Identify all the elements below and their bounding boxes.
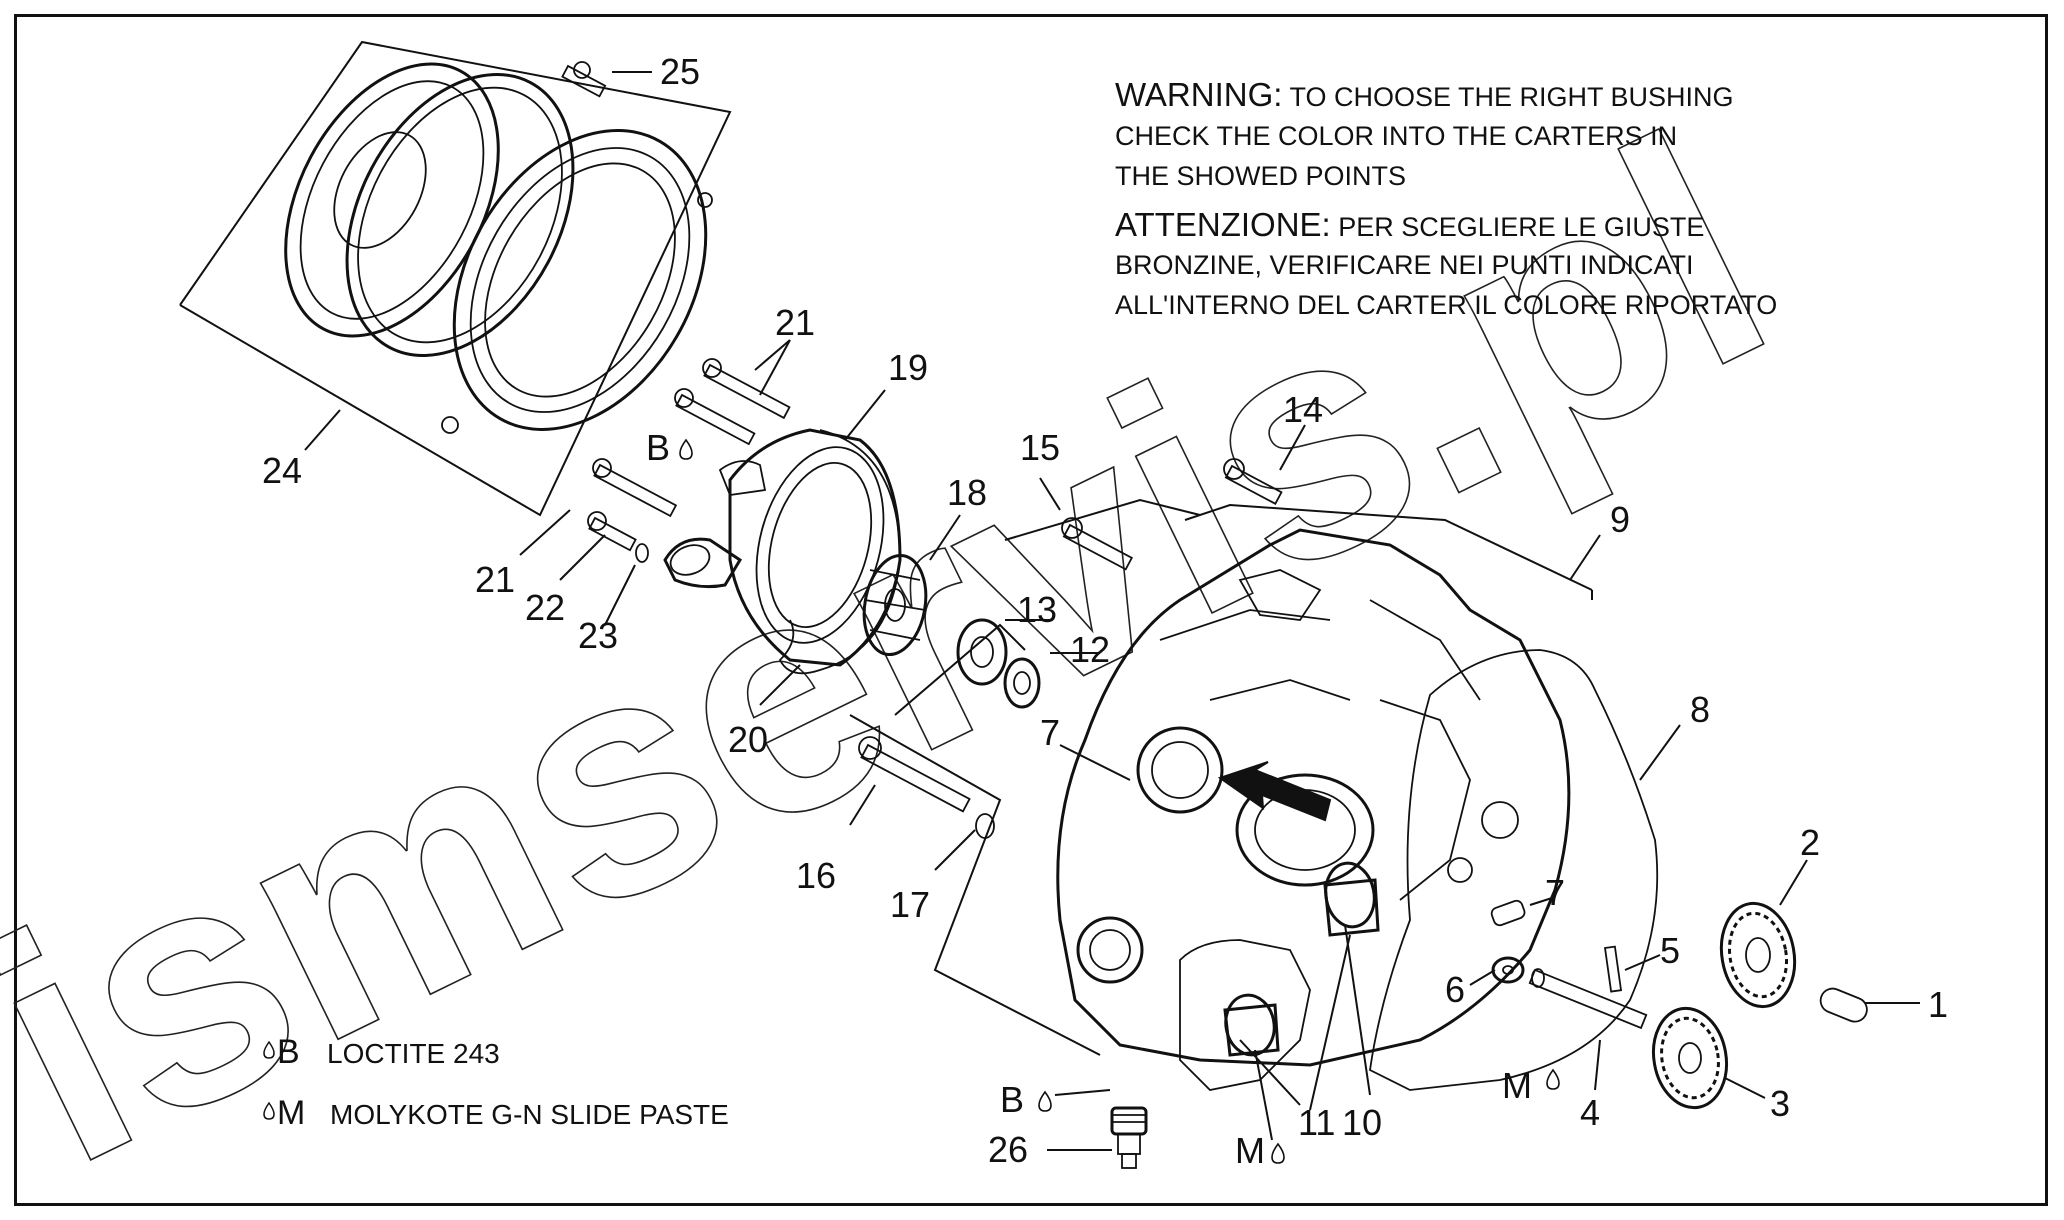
warning-line-3: THE SHOWED POINTS (1115, 161, 1406, 191)
crankcase-group-top-line (1184, 503, 1593, 591)
bearing-part-12 (1003, 657, 1041, 709)
warning-line-1-text: TO CHOOSE THE RIGHT BUSHING (1282, 82, 1733, 112)
label-part-9: 9 (1610, 499, 1630, 540)
plug-part-26 (1110, 1106, 1148, 1169)
label-part-14: 14 (1283, 389, 1323, 430)
drop-icon-legend-m (263, 1101, 275, 1120)
warning-line-5: BRONZINE, VERIFICARE NEI PUNTI INDICATI (1115, 250, 1694, 280)
warning-label-it: ATTENZIONE: (1115, 206, 1331, 243)
legend-b-text: LOCTITE 243 (327, 1038, 500, 1069)
label-part-12: 12 (1070, 629, 1110, 670)
callout-b-bottom: B (1000, 1079, 1024, 1120)
label-part-1: 1 (1928, 984, 1948, 1025)
drop-icon-legend-b (263, 1040, 275, 1059)
label-part-13: 13 (1017, 589, 1057, 630)
pin-part-1 (1819, 987, 1868, 1023)
label-part-16: 16 (796, 855, 836, 896)
dowel-part-7 (1490, 899, 1526, 927)
warning-line-2: CHECK THE COLOR INTO THE CARTERS IN (1115, 121, 1677, 151)
label-part-10: 10 (1342, 1102, 1382, 1143)
label-part-15: 15 (1020, 427, 1060, 468)
bolts-part-21-upper (674, 358, 791, 446)
warning-label-en: WARNING: (1115, 76, 1282, 113)
label-part-22: 22 (525, 587, 565, 628)
bolt-part-22 (587, 511, 637, 552)
drop-icon-b-top (679, 438, 693, 460)
callout-m-shaft: M (1502, 1065, 1532, 1106)
bearing-group-box-line (894, 623, 1026, 716)
label-part-4: 4 (1580, 1092, 1600, 1133)
label-part-11: 11 (1298, 1102, 1335, 1143)
indicator-arrow (1217, 761, 1332, 822)
drop-icon-m-shaft (1546, 1068, 1560, 1090)
label-part-23: 23 (578, 615, 618, 656)
bolt-part-14 (1223, 458, 1283, 505)
label-part-26: 26 (988, 1129, 1028, 1170)
bolt-part-21-lower (592, 458, 678, 518)
gasket-part-20 (778, 429, 901, 675)
bolt-part-15 (1061, 517, 1134, 571)
legend-b-symbol: B (277, 1033, 300, 1071)
callout-b-top: B (646, 427, 670, 468)
label-part-7-right: 7 (1545, 872, 1565, 913)
label-part-8: 8 (1690, 689, 1710, 730)
bolt-part-25 (561, 61, 607, 98)
label-part-21-upper: 21 (775, 302, 815, 343)
leader-lines (304, 71, 1920, 1151)
clutch-cover-group-box (179, 40, 732, 517)
label-part-19: 19 (888, 347, 928, 388)
crankcase-group-top-left (1004, 498, 1201, 541)
callout-m-bushings: M (1235, 1130, 1265, 1171)
label-part-5: 5 (1660, 930, 1680, 971)
label-part-20: 20 (728, 719, 768, 760)
label-part-25: 25 (660, 51, 700, 92)
part-number-labels: 1 2 3 4 5 6 7 7 8 9 10 11 12 13 14 15 16… (262, 51, 1948, 1170)
washer-part-17 (975, 813, 995, 839)
drop-icon-m-bushings (1271, 1142, 1285, 1164)
warning-line-4: ATTENZIONE: PER SCEGLIERE LE GIUSTE (1115, 206, 1704, 243)
label-part-21-lower: 21 (475, 559, 515, 600)
warning-note: WARNING: TO CHOOSE THE RIGHT BUSHING CHE… (1115, 76, 1777, 320)
warning-line-6: ALL'INTERNO DEL CARTER IL COLORE RIPORTA… (1115, 290, 1777, 320)
bolt-part-16 (858, 736, 971, 813)
label-part-7-left: 7 (1040, 712, 1060, 753)
diagram-border (14, 14, 2048, 1206)
label-part-3: 3 (1770, 1083, 1790, 1124)
compound-callouts: B B M M (646, 427, 1532, 1171)
label-part-18: 18 (947, 472, 987, 513)
label-part-24: 24 (262, 450, 302, 491)
clutch-cover-part-24 (284, 62, 713, 434)
warning-line-4-text: PER SCEGLIERE LE GIUSTE (1331, 212, 1705, 242)
gear-part-2 (1719, 901, 1797, 1009)
label-part-6: 6 (1445, 969, 1465, 1010)
legend-m-text: MOLYKOTE G-N SLIDE PASTE (330, 1099, 729, 1130)
pin-part-5 (1603, 945, 1623, 993)
washer-part-6 (1491, 956, 1525, 984)
shaft-part-4 (1528, 968, 1648, 1030)
label-part-17: 17 (890, 884, 930, 925)
impeller-part-18 (862, 553, 928, 657)
bolt-group-box-line (849, 714, 1101, 1056)
washer-part-6-hole (1502, 965, 1514, 975)
legend-m-symbol: M (277, 1094, 305, 1132)
legend: B LOCTITE 243 M MOLYKOTE G-N SLIDE PASTE (277, 1033, 729, 1132)
washer-part-23 (635, 543, 649, 563)
warning-line-1: WARNING: TO CHOOSE THE RIGHT BUSHING (1115, 76, 1734, 113)
gasket-part-8 (1369, 649, 1659, 1091)
label-part-2: 2 (1800, 822, 1820, 863)
drop-icon-b-bottom (1038, 1090, 1052, 1112)
gear-part-3 (1651, 1006, 1729, 1110)
seal-part-13 (956, 618, 1008, 686)
